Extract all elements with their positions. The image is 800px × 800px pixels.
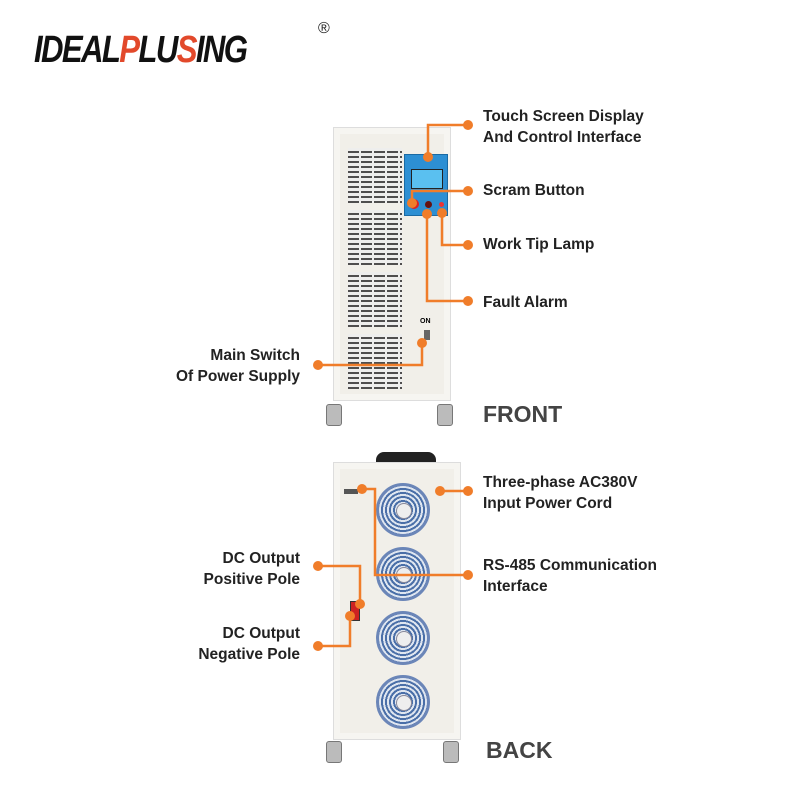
label-line: DC Output — [222, 550, 300, 567]
touch-screen[interactable] — [411, 169, 443, 189]
cooling-fan — [376, 675, 430, 729]
leader-rs485 — [362, 487, 468, 577]
label-line: Interface — [483, 578, 548, 595]
registered-mark: ® — [318, 20, 330, 37]
label-line: Three-phase AC380V — [483, 474, 638, 491]
label-touch-screen: Touch Screen Display And Control Interfa… — [483, 106, 644, 148]
label-work-lamp: Work Tip Lamp — [483, 236, 595, 253]
back-cabinet — [333, 462, 461, 740]
label-line: Positive Pole — [203, 571, 300, 588]
rs485-port[interactable] — [344, 489, 358, 494]
back-title: BACK — [486, 737, 553, 763]
leader-dc-positive — [318, 564, 362, 604]
caster-wheel — [326, 741, 342, 763]
switch-on-label: ON — [420, 318, 431, 325]
front-title: FRONT — [483, 401, 563, 427]
leader-scram — [410, 189, 468, 203]
label-dc-negative: DC Output Negative Pole — [198, 623, 300, 665]
label-power-cord: Three-phase AC380V Input Power Cord — [483, 472, 638, 514]
caster-wheel — [443, 741, 459, 763]
label-dc-positive: DC Output Positive Pole — [204, 548, 300, 590]
dc-output-terminal[interactable] — [350, 601, 360, 621]
label-line: Negative Pole — [198, 646, 300, 663]
leader-work-lamp — [440, 213, 468, 247]
fault-alarm-lamp — [425, 201, 432, 208]
label-rs485: RS-485 Communication Interface — [483, 555, 657, 597]
vent-grille — [348, 210, 402, 265]
cooling-fan — [376, 611, 430, 665]
front-cabinet: ON — [333, 127, 451, 401]
label-line: Touch Screen Display — [483, 108, 644, 125]
label-fault-alarm: Fault Alarm — [483, 294, 568, 311]
caster-wheel — [326, 404, 342, 426]
leader-dc-negative — [318, 616, 352, 648]
vent-grille — [348, 334, 402, 389]
vent-grille — [348, 148, 402, 203]
vent-grille — [348, 272, 402, 327]
label-line: RS-485 Communication — [483, 557, 657, 574]
brand-logo: IDEALPLUSING — [34, 29, 248, 71]
label-main-switch: Main Switch Of Power Supply — [176, 345, 300, 387]
work-tip-lamp — [439, 202, 444, 207]
label-scram: Scram Button — [483, 182, 585, 199]
label-line: Main Switch — [210, 347, 300, 364]
label-line: And Control Interface — [483, 129, 642, 146]
leader-main-switch — [318, 343, 424, 367]
leader-touch-screen — [426, 123, 468, 157]
label-line: Of Power Supply — [175, 368, 300, 385]
caster-wheel — [437, 404, 453, 426]
label-line: Input Power Cord — [483, 495, 613, 512]
main-power-switch[interactable] — [424, 330, 430, 340]
leader-fault-alarm — [425, 214, 468, 303]
label-line: DC Output — [222, 625, 300, 642]
cooling-fan — [376, 483, 430, 537]
